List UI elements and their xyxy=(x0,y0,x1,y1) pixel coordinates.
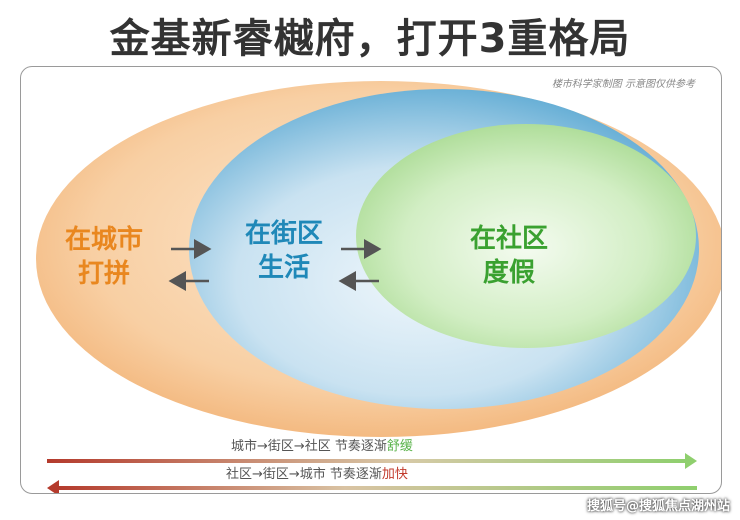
street-label: 在街区 生活 xyxy=(219,217,349,285)
street-label-line2: 生活 xyxy=(257,253,310,283)
slow-rhythm-prefix: 城市→街区→社区 节奏逐渐 xyxy=(231,439,387,454)
fast-rhythm-prefix: 社区→街区→城市 节奏逐渐 xyxy=(226,467,382,482)
community-label: 在社区 度假 xyxy=(449,222,569,290)
fast-rhythm-text: 社区→街区→城市 节奏逐渐加快 xyxy=(226,463,408,482)
source-note: 楼市科学家制图 示意图仅供参考 xyxy=(551,79,695,90)
slow-rhythm-arrow xyxy=(47,453,697,469)
city-label: 在城市 打拼 xyxy=(49,223,159,291)
street-label-line1: 在街区 xyxy=(244,219,323,249)
arrows-street-community xyxy=(338,239,382,291)
city-label-line1: 在城市 xyxy=(64,225,143,255)
page-title: 金基新睿樾府，打开3重格局 xyxy=(109,16,631,62)
city-label-line2: 打拼 xyxy=(77,259,130,289)
slow-rhythm-emph: 舒缓 xyxy=(386,439,413,454)
slow-rhythm-text: 城市→街区→社区 节奏逐渐舒缓 xyxy=(231,435,413,454)
watermark: 搜狐号@搜狐焦点湖州站 xyxy=(586,499,730,514)
community-label-line1: 在社区 xyxy=(469,224,548,254)
diagram-panel: 楼市科学家制图 示意图仅供参考 xyxy=(20,66,722,494)
community-label-line2: 度假 xyxy=(482,258,535,288)
fast-rhythm-emph: 加快 xyxy=(381,467,408,482)
arrows-city-street xyxy=(168,239,212,291)
community-ellipse xyxy=(356,124,696,348)
fast-rhythm-arrow xyxy=(47,480,697,493)
nested-circles-diagram xyxy=(36,81,721,493)
